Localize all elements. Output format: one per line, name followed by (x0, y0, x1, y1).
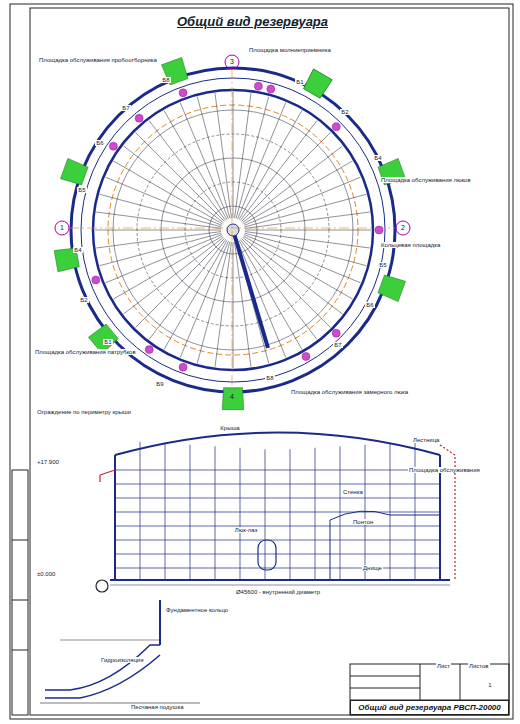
leader-note: Площадка молниеприемника (248, 47, 332, 54)
drawing-title: Общий вид резервуара (175, 14, 330, 29)
leader-note: Ø45600 - внутренний диаметр (235, 589, 321, 596)
leader-note: Гидроизоляция (100, 657, 144, 664)
callout-number: Б5 (77, 187, 86, 194)
leader-note: Днище (362, 565, 383, 572)
leader-note: Лист (436, 663, 451, 670)
callout-number: Б1 (295, 79, 304, 86)
leader-note: Кольцевая площадка (380, 242, 441, 249)
callout-number: Б6 (365, 302, 374, 309)
callout-number: Б8 (265, 375, 274, 382)
callout-number: Б6 (95, 140, 104, 147)
leader-note: Площадка обслуживания замерного люка (290, 389, 409, 396)
leader-note: Лестница (412, 437, 440, 444)
leader-note: Площадка обслуживания патрубков (34, 349, 137, 356)
leader-note: Фундаментное кольцо (165, 607, 229, 614)
callout-number: 4 (229, 393, 235, 401)
leader-note: Люк-лаз (234, 527, 259, 534)
callout-number: Б4 (373, 155, 382, 162)
leader-note: Крыша (219, 425, 240, 432)
leader-note: Листов (468, 663, 490, 670)
leader-note: Ограждение по периметру крыши (36, 409, 132, 416)
callout-number: Б2 (79, 297, 88, 304)
title-block: Общий вид резервуара РВСП-20000 (350, 700, 509, 715)
leader-note: Площадка обслуживания люков (380, 177, 472, 184)
callout-number: Б4 (73, 247, 82, 254)
callout-number: Б7 (333, 342, 342, 349)
block-title: Общий вид резервуара РВСП-20000 (356, 701, 503, 714)
leader-note: Площадка обслуживания (408, 467, 481, 474)
callout-number: 1 (59, 224, 65, 232)
callout-number: Б7 (121, 105, 130, 112)
callout-number: Б2 (340, 109, 349, 116)
callout-number: 3 (229, 58, 235, 66)
callout-number: Б8 (161, 77, 170, 84)
callout-number: 1 (487, 682, 492, 689)
leader-note: Песчаная подушка (130, 704, 184, 711)
callout-number: 2 (400, 224, 406, 232)
leader-note: ±0.000 (36, 571, 56, 578)
leader-note: +17.900 (36, 459, 60, 466)
callout-number: Б1 (103, 339, 112, 346)
callout-number: Б9 (155, 381, 164, 388)
leader-note: Стенка (342, 489, 364, 496)
leader-note: Площадка обслуживания пробоотборника (38, 57, 158, 64)
callout-number: Б5 (378, 262, 387, 269)
leader-note: Понтон (352, 519, 374, 526)
